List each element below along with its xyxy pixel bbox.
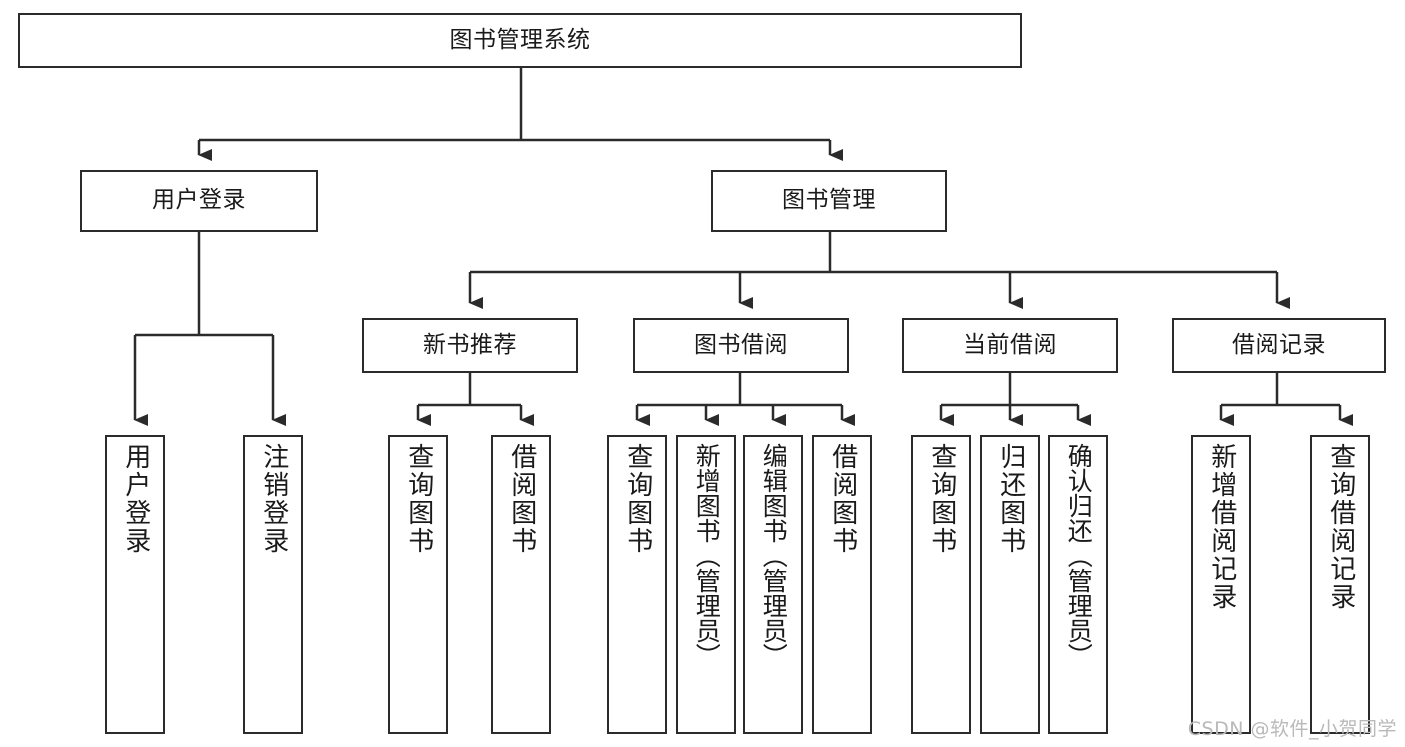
- node-new-book-recommend[interactable]: 新书推荐: [362, 318, 578, 373]
- node-leaf-query-book-3[interactable]: 查询图书: [911, 435, 971, 734]
- node-leaf-add-record[interactable]: 新增借阅记录: [1191, 435, 1251, 734]
- node-leaf-confirm-return[interactable]: 确认归还（管理员）: [1048, 435, 1108, 734]
- node-current-borrow[interactable]: 当前借阅: [902, 318, 1118, 373]
- node-root-label: 图书管理系统: [449, 26, 591, 53]
- node-leaf-query-book-1[interactable]: 查询图书: [388, 435, 448, 734]
- node-leaf-borrow-book-1-label: 借阅图书: [506, 443, 537, 555]
- node-leaf-query-book-2-label: 查询图书: [622, 443, 653, 555]
- node-root[interactable]: 图书管理系统: [18, 13, 1022, 68]
- node-borrow-record-label: 借阅记录: [1232, 331, 1326, 358]
- node-leaf-user-login-label: 用户登录: [120, 443, 151, 555]
- node-leaf-query-book-1-label: 查询图书: [403, 443, 434, 555]
- node-leaf-user-login[interactable]: 用户登录: [105, 435, 165, 734]
- node-leaf-borrow-book-2-label: 借阅图书: [827, 443, 858, 555]
- node-leaf-query-book-2[interactable]: 查询图书: [607, 435, 667, 734]
- node-user-login[interactable]: 用户登录: [80, 170, 318, 232]
- node-leaf-query-record[interactable]: 查询借阅记录: [1310, 435, 1370, 734]
- node-leaf-return-book-label: 归还图书: [995, 443, 1026, 555]
- node-book-borrow[interactable]: 图书借阅: [633, 318, 849, 373]
- node-book-manage-label: 图书管理: [782, 187, 876, 214]
- node-book-manage[interactable]: 图书管理: [711, 170, 947, 232]
- node-leaf-query-book-3-label: 查询图书: [926, 443, 957, 555]
- node-leaf-borrow-book-1[interactable]: 借阅图书: [491, 435, 551, 734]
- node-leaf-borrow-book-2[interactable]: 借阅图书: [812, 435, 872, 734]
- node-borrow-record[interactable]: 借阅记录: [1172, 318, 1386, 373]
- node-book-borrow-label: 图书借阅: [694, 331, 788, 358]
- node-leaf-query-record-label: 查询借阅记录: [1325, 443, 1356, 611]
- csdn-watermark: CSDN @软件_小贺同学: [1187, 718, 1397, 740]
- node-leaf-return-book[interactable]: 归还图书: [980, 435, 1040, 734]
- node-current-borrow-label: 当前借阅: [963, 331, 1057, 358]
- node-user-login-label: 用户登录: [152, 187, 246, 214]
- node-leaf-confirm-return-label: 确认归还（管理员）: [1064, 443, 1094, 668]
- node-new-book-recommend-label: 新书推荐: [423, 331, 517, 358]
- node-leaf-user-logout[interactable]: 注销登录: [243, 435, 303, 734]
- node-leaf-edit-book-label: 编辑图书（管理员）: [759, 443, 789, 668]
- node-leaf-add-book-label: 新增图书（管理员）: [692, 443, 722, 668]
- node-leaf-user-logout-label: 注销登录: [258, 443, 289, 555]
- node-leaf-add-record-label: 新增借阅记录: [1206, 443, 1237, 611]
- node-leaf-add-book[interactable]: 新增图书（管理员）: [676, 435, 736, 734]
- node-leaf-edit-book[interactable]: 编辑图书（管理员）: [743, 435, 803, 734]
